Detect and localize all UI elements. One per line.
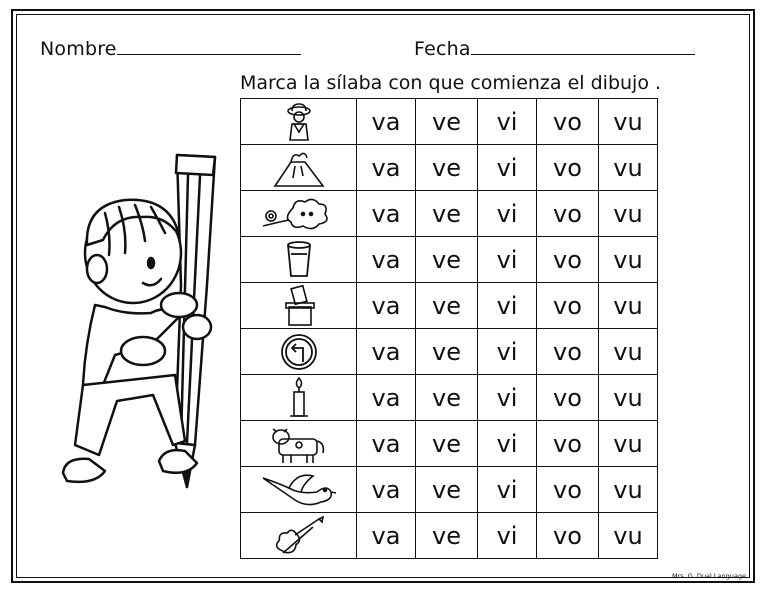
syllable-option-vo[interactable]: vo — [536, 466, 599, 513]
violin-icon — [240, 512, 357, 559]
syllable-option-va[interactable]: va — [356, 420, 416, 467]
syllable-option-vi[interactable]: vi — [477, 374, 537, 421]
syllable-option-vo[interactable]: vo — [536, 282, 599, 329]
syllable-option-ve[interactable]: ve — [415, 282, 478, 329]
syllable-option-ve[interactable]: ve — [415, 374, 478, 421]
page-border-outer — [11, 9, 755, 583]
syllable-option-vo[interactable]: vo — [536, 420, 599, 467]
syllable-option-va[interactable]: va — [356, 374, 416, 421]
instructions: Marca la sílaba con que comienza el dibu… — [240, 72, 662, 94]
syllable-option-va[interactable]: va — [356, 282, 416, 329]
syllable-option-vu[interactable]: vu — [598, 466, 658, 513]
date-label: Fecha — [414, 38, 471, 60]
vuela-pajaro-icon — [240, 466, 357, 513]
syllable-option-va[interactable]: va — [356, 236, 416, 283]
syllable-option-vo[interactable]: vo — [536, 98, 599, 145]
syllable-option-vi[interactable]: vi — [477, 144, 537, 191]
credit-text: Mrs. G. Dual Language — [671, 572, 746, 580]
syllable-option-ve[interactable]: ve — [415, 420, 478, 467]
date-blank-line[interactable] — [470, 40, 695, 55]
syllable-option-va[interactable]: va — [356, 328, 416, 375]
votar-icon — [240, 282, 357, 329]
volcan-icon — [240, 144, 357, 191]
syllable-option-vo[interactable]: vo — [536, 328, 599, 375]
boy-with-pencil-illustration — [61, 153, 217, 489]
page-border-inner — [16, 14, 750, 578]
syllable-option-vu[interactable]: vu — [598, 328, 658, 375]
syllable-option-vi[interactable]: vi — [477, 420, 537, 467]
syllable-option-va[interactable]: va — [356, 98, 416, 145]
name-blank-line[interactable] — [116, 40, 301, 55]
name-label: Nombre — [40, 38, 117, 60]
syllable-option-ve[interactable]: ve — [415, 466, 478, 513]
syllable-option-vu[interactable]: vu — [598, 190, 658, 237]
viento-icon — [240, 190, 357, 237]
syllable-option-vo[interactable]: vo — [536, 374, 599, 421]
vaso-icon — [240, 236, 357, 283]
syllable-option-ve[interactable]: ve — [415, 98, 478, 145]
vela-icon — [240, 374, 357, 421]
syllable-option-vo[interactable]: vo — [536, 190, 599, 237]
vuelta-icon — [240, 328, 357, 375]
name-field: Nombre — [40, 38, 301, 60]
syllable-option-vu[interactable]: vu — [598, 512, 658, 559]
syllable-option-vu[interactable]: vu — [598, 374, 658, 421]
syllable-option-vi[interactable]: vi — [477, 282, 537, 329]
syllable-option-ve[interactable]: ve — [415, 328, 478, 375]
syllable-option-va[interactable]: va — [356, 466, 416, 513]
syllable-option-vo[interactable]: vo — [536, 512, 599, 559]
syllable-option-vi[interactable]: vi — [477, 98, 537, 145]
syllable-option-ve[interactable]: ve — [415, 144, 478, 191]
syllable-option-vo[interactable]: vo — [536, 144, 599, 191]
syllable-option-vi[interactable]: vi — [477, 466, 537, 513]
syllable-option-va[interactable]: va — [356, 190, 416, 237]
syllable-option-vi[interactable]: vi — [477, 512, 537, 559]
syllable-option-ve[interactable]: ve — [415, 512, 478, 559]
syllable-option-vu[interactable]: vu — [598, 144, 658, 191]
syllable-option-vo[interactable]: vo — [536, 236, 599, 283]
syllable-option-vu[interactable]: vu — [598, 420, 658, 467]
date-field: Fecha — [414, 38, 695, 60]
syllable-option-vi[interactable]: vi — [477, 190, 537, 237]
syllable-option-vu[interactable]: vu — [598, 236, 658, 283]
syllable-option-vu[interactable]: vu — [598, 98, 658, 145]
syllable-option-vi[interactable]: vi — [477, 236, 537, 283]
syllable-option-vi[interactable]: vi — [477, 328, 537, 375]
syllable-option-ve[interactable]: ve — [415, 190, 478, 237]
syllable-option-ve[interactable]: ve — [415, 236, 478, 283]
vaca-icon — [240, 420, 357, 467]
vaquera-icon — [240, 98, 357, 145]
syllable-option-va[interactable]: va — [356, 512, 416, 559]
syllable-option-va[interactable]: va — [356, 144, 416, 191]
syllable-option-vu[interactable]: vu — [598, 282, 658, 329]
